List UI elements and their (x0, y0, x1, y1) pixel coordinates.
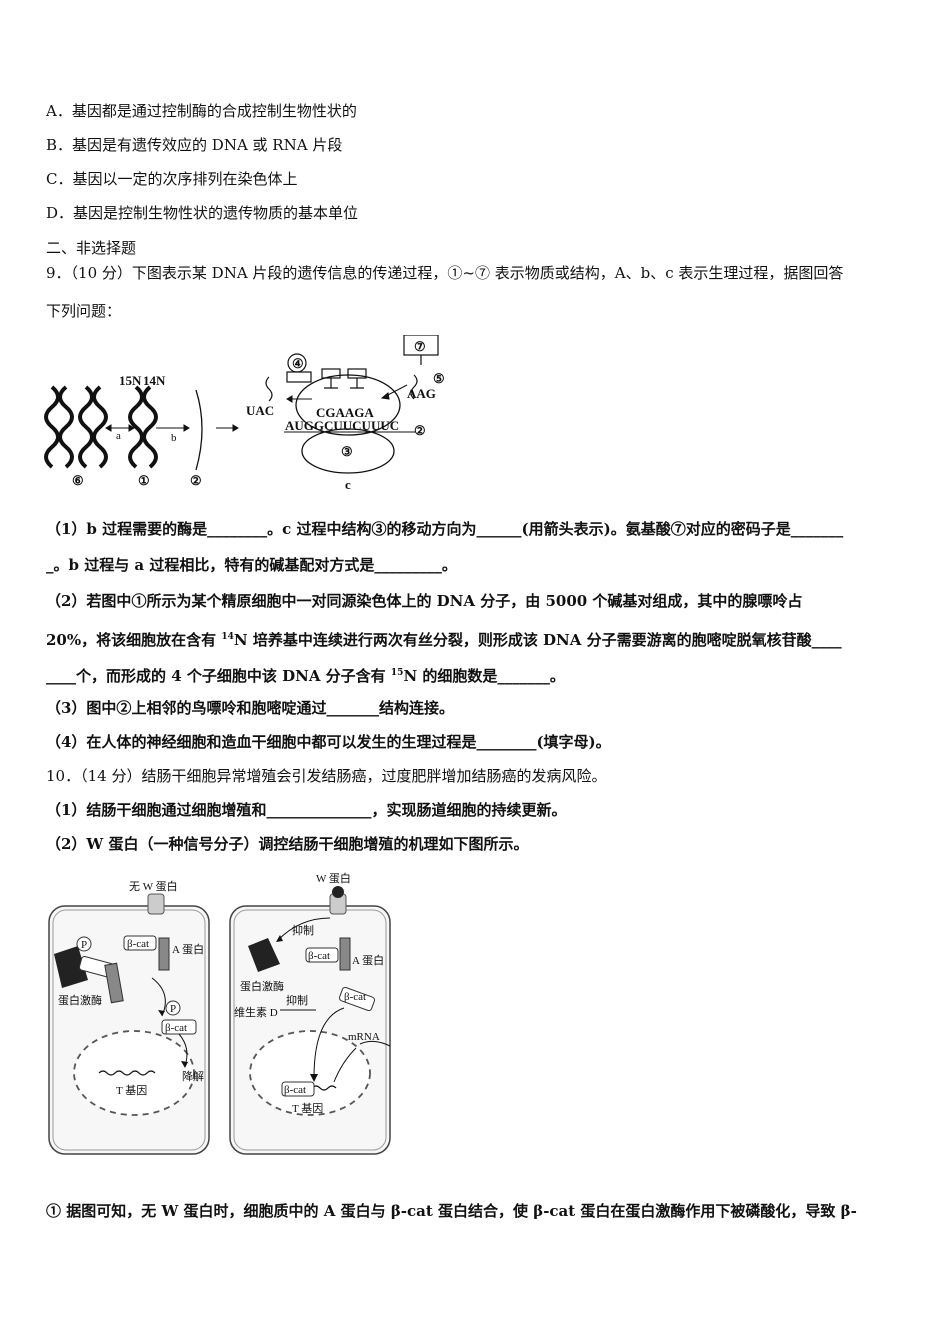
q9-part2-line3: ____个，而形成的 4 个子细胞中该 DNA 分子含有 15N 的细胞数是__… (46, 663, 565, 686)
label-a: a (116, 430, 121, 442)
q10-part1: （1）结肠干细胞通过细胞增殖和______________，实现肠道细胞的持续更… (46, 801, 567, 819)
dna-helix-1 (128, 385, 158, 469)
codon-uac: UAC (246, 403, 274, 418)
anticodons: CGAAGA (316, 405, 374, 420)
dna-helix-6 (44, 385, 108, 469)
label-7: ⑦ (414, 339, 426, 354)
label-bcat-4: β-cat (344, 991, 366, 1003)
label-c: c (345, 477, 351, 492)
option-c: C．基因以一定的次序排列在染色体上 (46, 170, 298, 188)
q9-part2-line2-b: N 培养基中连续进行两次有丝分裂，则形成该 DNA 分子需要游离的胞嘧啶脱氧核苷… (233, 631, 842, 649)
label-bcat-2: β-cat (165, 1022, 187, 1034)
mrna-sequence: AUGGCUUCUUUC (285, 418, 399, 433)
label-kinase-1: 蛋白激酶 (58, 993, 102, 1007)
section-title: 二、非选择题 (46, 239, 137, 257)
mrna-strand-2 (195, 389, 203, 471)
q9-stem-line2: 下列问题： (46, 302, 122, 320)
label-3: ③ (341, 444, 353, 459)
q9-part3: （3）图中②上相邻的鸟嘌呤和胞嘧啶通过_______结构连接。 (46, 699, 454, 717)
q9-part2-line3-a: ____个，而形成的 4 个子细胞中该 DNA 分子含有 (46, 667, 391, 685)
label-2: ② (190, 473, 202, 488)
label-w: W 蛋白 (316, 871, 351, 885)
label-a-protein-2: A 蛋白 (352, 953, 384, 967)
label-2b: ② (414, 423, 426, 438)
label-t-gene-2: T 基因 (292, 1102, 323, 1115)
sup-15: 15 (390, 668, 404, 678)
label-p-2: P (170, 1003, 176, 1015)
label-n15: 15N (119, 373, 142, 388)
label-1: ① (138, 473, 150, 488)
q10-part3: ① 据图可知，无 W 蛋白时，细胞质中的 A 蛋白与 β-cat 蛋白结合，使 … (46, 1202, 857, 1220)
label-bcat-5: β-cat (284, 1084, 306, 1096)
q9-part2-line2: 20%，将该细胞放在含有 14N 培养基中连续进行两次有丝分裂，则形成该 DNA… (46, 627, 842, 650)
ribosome-small-subunit (301, 428, 395, 474)
q9-stem-line1: 9．（10 分）下图表示某 DNA 片段的遗传信息的传递过程，①~⑦ 表示物质或… (46, 264, 844, 282)
label-vitamin-d: 维生素 D (234, 1005, 278, 1019)
q9-part2-line3-b: N 的细胞数是_______。 (403, 667, 565, 685)
label-5: ⑤ (433, 371, 445, 386)
q9-part1-line2: _。b 过程与 a 过程相比，特有的碱基配对方式是_________。 (46, 556, 457, 574)
q10-cell-figure: 无 W 蛋白 β-cat A 蛋白 P P β-cat 蛋白激酶 降解 T 基因… (48, 871, 391, 1155)
label-t-gene-1: T 基因 (116, 1084, 147, 1097)
label-bcat-1: β-cat (127, 938, 149, 950)
q9-dna-figure: 15N 14N a b c ⑥ ① ② ④ ⑤ ⑦ ③ UAC AAG CGAA… (44, 335, 445, 492)
label-n14: 14N (143, 373, 166, 388)
label-bcat-3: β-cat (308, 950, 330, 962)
option-b: B．基因是有遗传效应的 DNA 或 RNA 片段 (46, 136, 343, 154)
q9-part1-line1: （1）b 过程需要的酶是________。c 过程中结构③的移动方向为_____… (46, 520, 844, 538)
option-d: D．基因是控制生物性状的遗传物质的基本单位 (46, 204, 359, 222)
label-b: b (171, 432, 177, 444)
label-4: ④ (292, 356, 304, 371)
label-kinase-2: 蛋白激酶 (240, 979, 284, 993)
q9-part4: （4）在人体的神经细胞和造血干细胞中都可以发生的生理过程是________(填字… (46, 733, 611, 751)
q9-part2-line1: （2）若图中①所示为某个精原细胞中一对同源染色体上的 DNA 分子，由 5000… (46, 592, 803, 610)
codon-aag: AAG (407, 386, 436, 401)
label-inhibit-2: 抑制 (286, 993, 308, 1007)
label-inhibit-1: 抑制 (292, 923, 314, 937)
label-mrna: mRNA (348, 1031, 380, 1043)
label-degrade: 降解 (182, 1069, 204, 1083)
q10-stem: 10．（14 分）结肠干细胞异常增殖会引发结肠癌，过度肥胖增加结肠癌的发病风险。 (46, 767, 607, 785)
option-a: A．基因都是通过控制酶的合成控制生物性状的 (46, 102, 357, 120)
label-6: ⑥ (72, 473, 84, 488)
label-a-protein-1: A 蛋白 (172, 942, 204, 956)
sup-14: 14 (221, 632, 234, 642)
q9-part2-line2-a: 20%，将该细胞放在含有 (46, 631, 222, 649)
label-p-1: P (81, 939, 87, 951)
q10-part2: （2）W 蛋白（一种信号分子）调控结肠干细胞增殖的机理如下图所示。 (46, 835, 529, 853)
label-no-w: 无 W 蛋白 (129, 879, 178, 893)
